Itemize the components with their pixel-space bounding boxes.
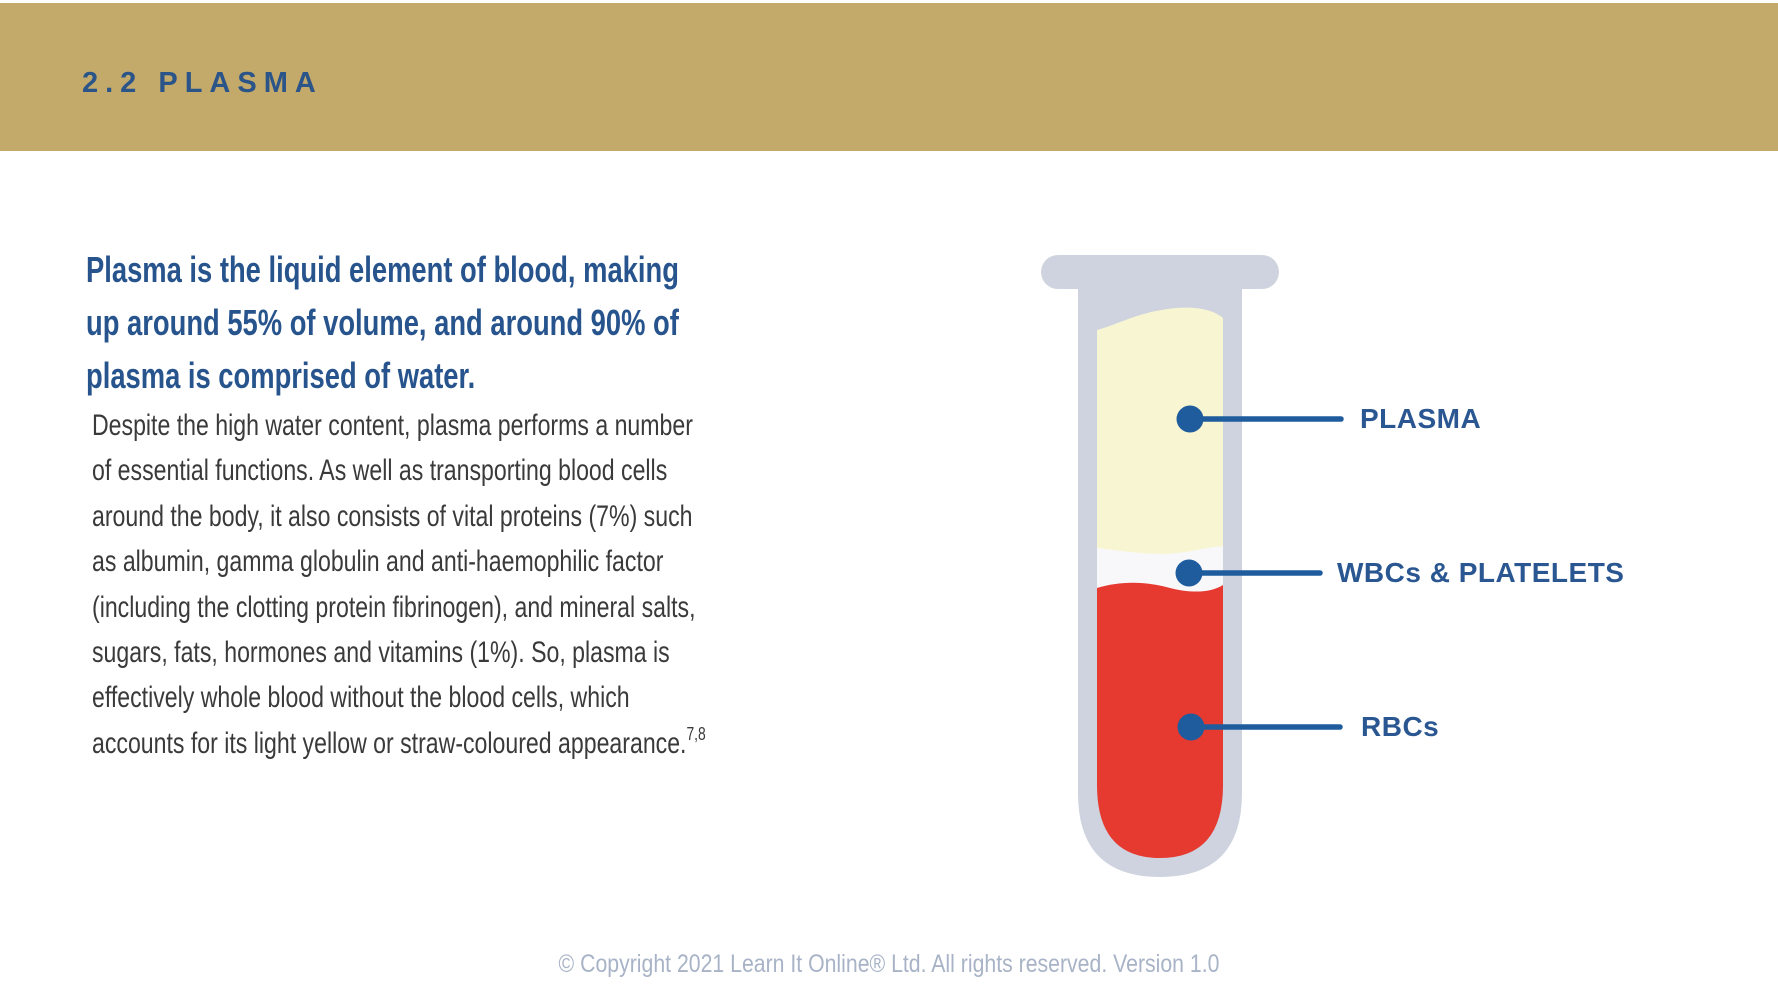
wbc-dot xyxy=(1175,559,1203,587)
intro-heading-line: up around 55% of volume, and around 90% … xyxy=(86,302,679,343)
intro-heading-line: plasma is comprised of water. xyxy=(86,355,476,396)
intro-heading-line: Plasma is the liquid element of blood, m… xyxy=(86,249,679,290)
layer-marker-dots xyxy=(1175,405,1205,741)
body-line: accounts for its light yellow or straw-c… xyxy=(92,721,706,766)
leader-lines xyxy=(1186,416,1344,730)
banner: 2.2 PLASMA xyxy=(0,3,1778,151)
rbc-dot xyxy=(1177,713,1205,741)
body-line: (including the clotting protein fibrinog… xyxy=(92,590,696,624)
blood-tube-diagram: PLASMA WBCs & PLATELETS RBCs xyxy=(950,230,1710,910)
plasma-dot xyxy=(1176,405,1204,433)
body-line: Despite the high water content, plasma p… xyxy=(92,409,693,442)
body-line: around the body, it also consists of vit… xyxy=(92,499,693,533)
rbc-layer xyxy=(1097,582,1223,858)
banner-title: 2.2 PLASMA xyxy=(82,67,323,99)
reference-superscript: 7,8 xyxy=(686,723,706,744)
body-line: sugars, fats, hormones and vitamins (1%)… xyxy=(92,636,670,670)
label-wbcs-platelets: WBCs & PLATELETS xyxy=(1337,557,1625,588)
tube-cap xyxy=(1041,255,1279,289)
body-line-text: accounts for its light yellow or straw-c… xyxy=(92,726,687,760)
label-plasma: PLASMA xyxy=(1360,403,1482,434)
body-line: as albumin, gamma globulin and anti-haem… xyxy=(92,545,664,579)
test-tube-illustration xyxy=(1041,255,1344,877)
label-rbcs: RBCs xyxy=(1361,711,1440,742)
intro-heading: Plasma is the liquid element of blood, m… xyxy=(86,243,679,402)
body-line: of essential functions. As well as trans… xyxy=(92,454,668,488)
plasma-layer xyxy=(1097,307,1223,575)
footer-copyright: © Copyright 2021 Learn It Online® Ltd. A… xyxy=(558,950,1220,978)
body-line: effectively whole blood without the bloo… xyxy=(92,681,630,715)
body-paragraph: Despite the high water content, plasma p… xyxy=(92,403,706,766)
